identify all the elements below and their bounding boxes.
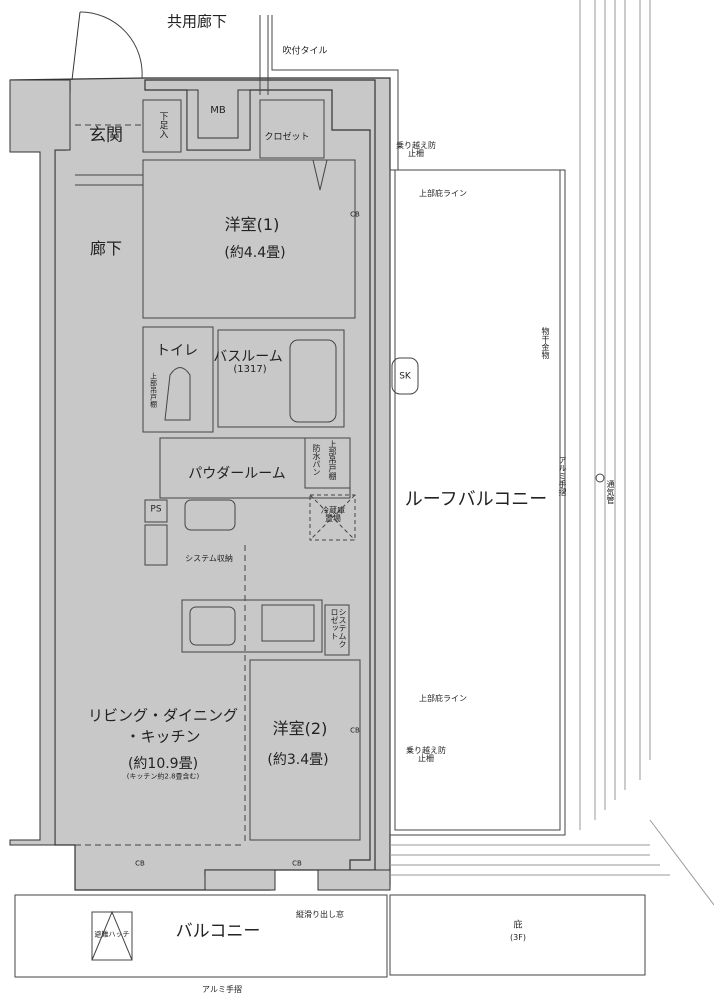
roof-balcony-label: ルーフバルコニー — [404, 489, 548, 510]
casement-window-label: 縦滑り出し窓 — [296, 910, 344, 919]
bottom-wall — [204, 869, 391, 891]
balcony-label: バルコニー — [175, 921, 261, 942]
left-wall — [9, 79, 71, 846]
eave-line-bottom-label: 上部庇ライン — [419, 694, 467, 703]
bathroom-label: バスルーム — [213, 349, 283, 365]
eave-label: 庇 — [513, 920, 523, 931]
mb-wall — [186, 89, 251, 151]
powder-cabinet-label: 上部吊戸棚 — [328, 440, 337, 480]
western-room-1-size: (約4.4畳) — [224, 245, 286, 261]
system-storage-label: システム収納 — [185, 554, 233, 563]
ldk-label-line2: ・キッチン — [125, 727, 201, 746]
mb-label: MB — [210, 105, 226, 116]
ldk-size: (約10.9畳) — [127, 756, 199, 772]
ldk-label-line1: リビング・ダイニング — [87, 706, 239, 725]
powder-room-label: パウダールーム — [188, 466, 286, 482]
eave-line-top-label: 上部庇ライン — [419, 189, 467, 198]
ps-label: PS — [150, 504, 162, 515]
laundry-hardware-label: 物干金物 — [541, 327, 550, 359]
cb-bottom-label: CB — [292, 859, 302, 868]
sk-label: SK — [399, 371, 411, 382]
hallway-label: 廊下 — [89, 239, 123, 258]
exterior-wall — [9, 77, 391, 891]
bathroom-size: (1317) — [233, 364, 267, 375]
western-room-1-label: 洋室(1) — [224, 215, 280, 234]
cb-room1-label: CB — [350, 210, 360, 219]
cb-ldk-label: CB — [135, 859, 145, 868]
vent-pipe-label: 通気管 — [606, 480, 615, 504]
balcony-outline — [14, 894, 388, 978]
toilet-cabinet-label: 上部吊戸棚 — [149, 372, 158, 408]
cb-room2-label: CB — [350, 726, 360, 735]
escape-hatch-label: 避難ハッチ — [94, 930, 130, 939]
waterproof-pan-label: 防水パン — [312, 444, 321, 476]
toilet-label: トイレ — [156, 343, 198, 359]
eave-floor-label: (3F) — [510, 933, 526, 942]
aluminum-rail-right-label: アルミ手摺 — [558, 456, 567, 496]
common-corridor-label: 共用廊下 — [166, 12, 228, 31]
fall-guard-top-label: 乗り越え防止柵 — [396, 141, 436, 158]
aluminum-rail-bottom-label: アルミ手摺 — [202, 985, 242, 994]
fall-guard-bottom-label: 乗り越え防止柵 — [406, 746, 446, 763]
western-room-2-label: 洋室(2) — [272, 719, 328, 738]
system-closet-label: システムクロゼット — [330, 608, 347, 648]
shoe-storage-label: 下足入 — [157, 111, 168, 139]
spray-tile-label: 吹付タイル — [282, 46, 328, 57]
ldk-note: (キッチン約2.8畳含む) — [126, 772, 200, 781]
western-room-2-size: (約3.4畳) — [267, 752, 329, 768]
entrance-label: 玄関 — [89, 125, 123, 146]
closet-label: クロゼット — [264, 132, 310, 143]
fridge-space-label: 冷蔵庫置場 — [321, 506, 345, 523]
